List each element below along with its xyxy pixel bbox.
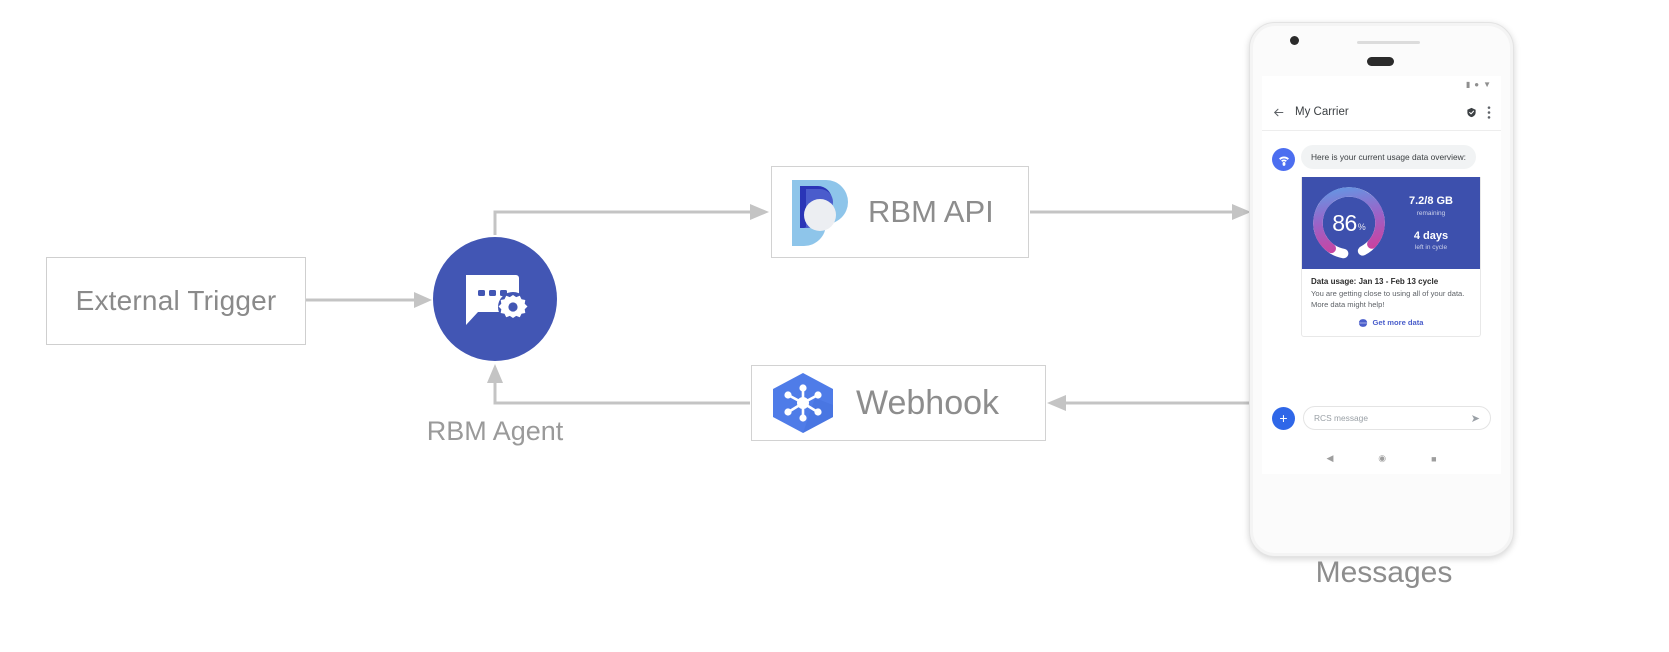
conversation-title: My Carrier xyxy=(1295,106,1349,118)
rich-card-body: Data usage: Jan 13 - Feb 13 cycle You ar… xyxy=(1302,269,1480,336)
connector-trigger-to-agent xyxy=(304,292,432,308)
webhook-node[interactable]: Webhook xyxy=(751,365,1046,441)
stat-data-remaining: 7.2/8 GB remaining xyxy=(1390,195,1472,216)
messages-label: Messages xyxy=(1315,556,1453,589)
external-trigger-label: External Trigger xyxy=(75,285,277,316)
incoming-message-text: Here is your current usage data overview… xyxy=(1301,145,1477,170)
hexagon-network-icon xyxy=(773,373,833,433)
rbm-agent-node[interactable] xyxy=(433,237,557,361)
battery-icon: ▼ xyxy=(1483,80,1491,89)
gauge-percent-unit: % xyxy=(1357,221,1366,232)
chat-gear-icon xyxy=(466,275,528,325)
rbm-agent-label: RBM Agent xyxy=(426,416,564,446)
speaker-slot xyxy=(1367,57,1394,66)
get-more-data-button[interactable]: Get more data xyxy=(1311,318,1471,330)
front-camera-icon xyxy=(1290,36,1299,45)
conversation-area: Here is your current usage data overview… xyxy=(1262,131,1501,441)
send-icon[interactable]: ➤ xyxy=(1470,412,1480,425)
rcs-agent-icon xyxy=(1272,148,1295,171)
earpiece-grille xyxy=(1357,41,1420,44)
back-arrow-icon[interactable] xyxy=(1272,106,1285,119)
stat-days-left: 4 days left in cycle xyxy=(1390,230,1472,251)
phone-screen: ▮ ● ▼ My Carrier xyxy=(1262,76,1501,474)
rich-card[interactable]: 86 % 7.2/8 GB remaining 4 days lef xyxy=(1301,177,1481,337)
wifi-dot-icon: ● xyxy=(1474,80,1480,89)
stat-secondary: left in cycle xyxy=(1414,243,1448,251)
phone-device: ▮ ● ▼ My Carrier xyxy=(1249,22,1514,557)
rich-card-media: 86 % 7.2/8 GB remaining 4 days lef xyxy=(1302,177,1480,269)
rcs-message-placeholder: RCS message xyxy=(1314,413,1368,423)
app-bar: My Carrier xyxy=(1262,94,1501,131)
rich-card-description: You are getting close to using all of yo… xyxy=(1311,289,1465,309)
rich-card-title: Data usage: Jan 13 - Feb 13 cycle xyxy=(1311,277,1439,286)
connector-agent-to-api xyxy=(493,204,769,235)
card-stats: 7.2/8 GB remaining 4 days left in cycle xyxy=(1390,195,1480,250)
rbm-droplet-icon xyxy=(792,180,848,246)
message-composer: + RCS message ➤ xyxy=(1262,406,1501,430)
gauge-value-group: 86 % xyxy=(1308,182,1390,264)
verified-shield-icon xyxy=(1466,107,1477,118)
external-trigger-node[interactable]: External Trigger xyxy=(46,257,306,345)
nav-recents-square-icon[interactable]: ■ xyxy=(1431,453,1437,464)
stat-primary: 4 days xyxy=(1413,229,1449,242)
connector-phone-to-webhook xyxy=(1047,395,1251,411)
rcs-message-input[interactable]: RCS message ➤ xyxy=(1303,406,1491,430)
stat-secondary: remaining xyxy=(1416,209,1446,217)
webhook-label: Webhook xyxy=(856,383,1000,422)
rbm-api-node[interactable]: RBM API xyxy=(771,166,1029,258)
signal-icon: ▮ xyxy=(1465,80,1471,89)
incoming-message-row: Here is your current usage data overview… xyxy=(1272,145,1491,171)
connector-api-to-phone xyxy=(1030,204,1251,220)
stat-primary: 7.2/8 GB xyxy=(1408,195,1454,208)
status-bar: ▮ ● ▼ xyxy=(1262,76,1501,94)
nav-home-circle-icon[interactable]: ◉ xyxy=(1378,453,1387,463)
rbm-agent-circle xyxy=(433,237,557,361)
plus-icon[interactable]: + xyxy=(1272,406,1295,430)
get-more-data-label: Get more data xyxy=(1372,318,1424,328)
nav-back-triangle-icon[interactable]: ◀ xyxy=(1326,453,1334,463)
more-vert-icon[interactable] xyxy=(1487,105,1491,119)
gauge-percent-value: 86 xyxy=(1332,209,1357,236)
connector-webhook-to-agent xyxy=(487,364,750,405)
rbm-api-label: RBM API xyxy=(868,194,994,229)
android-nav-bar: ◀ ◉ ■ xyxy=(1262,453,1501,464)
data-usage-gauge: 86 % xyxy=(1308,182,1390,264)
globe-icon xyxy=(1358,318,1369,328)
